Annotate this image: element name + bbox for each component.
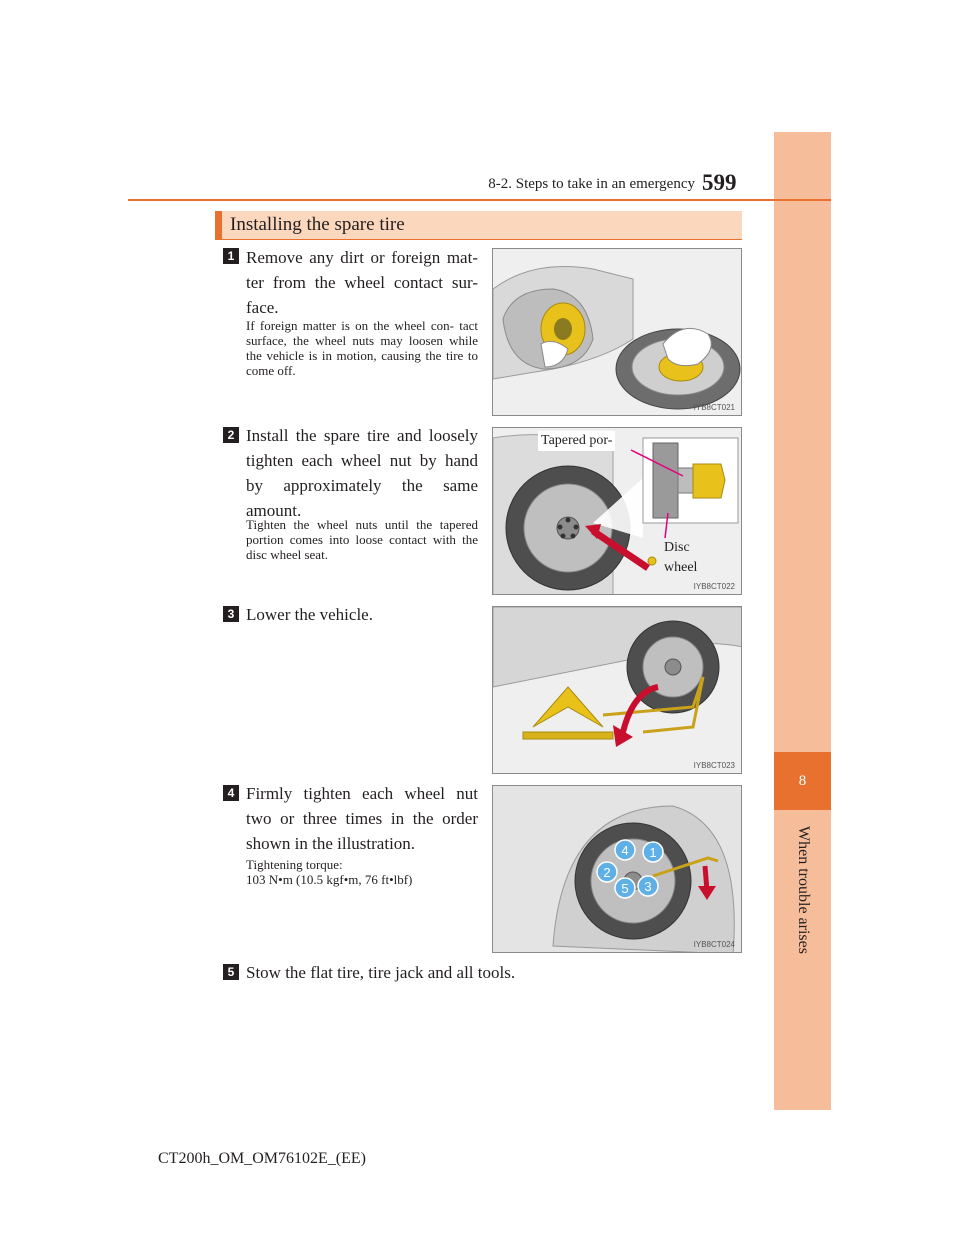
order-label-5: 5 [621, 881, 628, 896]
chapter-side-tab [774, 132, 831, 1110]
illustration-tighten-order: 1 2 3 4 5 IYB8CT024 [492, 785, 742, 953]
step-instruction: Remove any dirt or foreign mat- ter from… [246, 248, 478, 317]
order-label-1: 1 [649, 845, 656, 860]
step-number-badge: 5 [223, 964, 239, 980]
callout-tapered-portion: Tapered por- [538, 431, 616, 451]
step-number-badge: 1 [223, 248, 239, 264]
step-instruction: Install the spare tire and loosely tight… [246, 426, 478, 520]
page-number: 599 [702, 170, 737, 195]
callout-disc-line2: wheel [664, 560, 698, 575]
step-instruction: Firmly tighten each wheel nut two or thr… [246, 784, 478, 853]
callout-disc-label: Disc wheel [664, 538, 697, 578]
illustration-code: IYB8CT023 [693, 761, 735, 770]
order-label-3: 3 [644, 879, 651, 894]
illustration-code: IYB8CT022 [693, 582, 735, 591]
step-note: Tighten the wheel nuts until the tapered… [246, 517, 478, 562]
illustration-install-spare: IYB8CT022 [492, 427, 742, 595]
step-note-torque-label: Tightening torque: [246, 857, 343, 872]
running-header: 8-2. Steps to take in an emergency [488, 176, 695, 192]
chapter-number-badge: 8 [774, 752, 831, 810]
step-number-badge: 2 [223, 427, 239, 443]
section-rule [215, 239, 742, 240]
step-note: If foreign matter is on the wheel con- t… [246, 318, 478, 378]
callout-disc-line1: Disc [664, 540, 690, 555]
illustration-lower-vehicle: IYB8CT023 [492, 606, 742, 774]
illustration-clean-wheel: IYB8CT021 [492, 248, 742, 416]
step-note-torque-value: 103 N•m (10.5 kgf•m, 76 ft•lbf) [246, 872, 413, 887]
header-rule [128, 199, 831, 201]
step-instruction: Lower the vehicle. [246, 605, 373, 624]
section-heading: Installing the spare tire [215, 211, 742, 239]
section-title: Installing the spare tire [230, 214, 405, 235]
illustration-code: IYB8CT024 [693, 940, 735, 949]
step-number-badge: 4 [223, 785, 239, 801]
order-label-2: 2 [603, 865, 610, 880]
step-number-badge: 3 [223, 606, 239, 622]
document-code-footer: CT200h_OM_OM76102E_(EE) [158, 1150, 366, 1167]
chapter-title-vertical: When trouble arises [774, 815, 831, 965]
illustration-code: IYB8CT021 [693, 403, 735, 412]
order-label-4: 4 [621, 843, 628, 858]
step-instruction: Stow the flat tire, tire jack and all to… [246, 963, 516, 982]
chapter-title-text: When trouble arises [794, 826, 812, 954]
